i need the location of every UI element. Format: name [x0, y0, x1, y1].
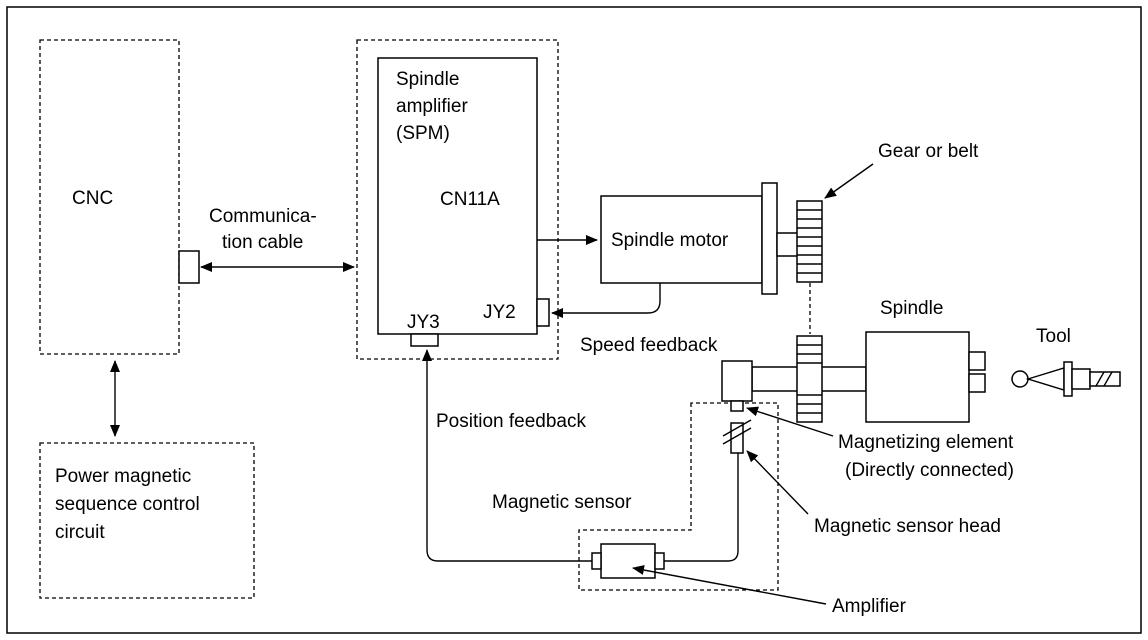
gear-or-belt-label: Gear or belt: [878, 141, 979, 162]
power-circuit-line-1: Power magnetic: [55, 466, 191, 487]
amplifier-label: Amplifier: [832, 596, 907, 617]
spindle-nose-lower: [968, 373, 986, 393]
motor-gear-teeth: [797, 209, 822, 274]
speed-sensor-body: [721, 360, 753, 402]
magnetic-sensor-head-label: Magnetic sensor head: [814, 516, 1001, 537]
position-feedback-line: [422, 349, 592, 562]
amplifier-left-port: [591, 552, 602, 570]
spindle-body: [865, 331, 970, 423]
spindle-gear: [796, 335, 823, 423]
comm-cable-label: Communica- tion cable: [209, 206, 322, 253]
tool-drawing: [1011, 361, 1121, 397]
spindle-gear-teeth: [797, 344, 822, 414]
magnetic-sensor-label: Magnetic sensor: [492, 492, 632, 513]
power-circuit-block: [39, 442, 255, 599]
spindle-nose: [968, 351, 986, 371]
speed-feedback-label: Speed feedback: [580, 335, 718, 356]
spindle-label: Spindle: [880, 298, 943, 319]
magnetizing-element-label: Magnetizing element (Directly connected): [838, 432, 1019, 481]
sensor-head-slash-1: [722, 427, 752, 445]
amplifier-right-port: [654, 552, 665, 570]
cn11a-label: CN11A: [440, 189, 500, 210]
outer-frame: [6, 6, 1142, 634]
sensor-head-slash-2: [722, 419, 752, 437]
motor-gear: [796, 200, 823, 283]
position-feedback-label: Position feedback: [436, 411, 586, 432]
magnetizing-element-line-1: Magnetizing element: [838, 432, 1014, 453]
jy3-connector: [410, 333, 439, 347]
motor-flange: [761, 182, 778, 295]
magnetizing-element-line-2: (Directly connected): [845, 460, 1014, 481]
spm-box: [377, 57, 538, 335]
cnc-label: CNC: [72, 188, 113, 209]
sensor-amp-wire: [664, 453, 739, 562]
amplifier-body: [600, 543, 656, 579]
motor-shaft: [776, 232, 800, 257]
magnetizing-element-arrow: [746, 406, 834, 437]
sensor-head-arrow: [746, 450, 809, 515]
comm-cable-line-2: tion cable: [222, 232, 303, 253]
spm-outer-block: [356, 39, 559, 360]
spm-line-2: amplifier: [396, 96, 468, 117]
cnc-block: [39, 39, 180, 355]
spm-line-3: (SPM): [396, 123, 450, 144]
jy3-label: JY3: [407, 312, 440, 333]
power-circuit-line-3: circuit: [55, 522, 105, 543]
spm-label: Spindle amplifier (SPM): [396, 69, 473, 144]
jy2-label: JY2: [483, 302, 516, 323]
gear-or-belt-arrow: [824, 163, 874, 199]
comm-cable-line-1: Communica-: [209, 206, 317, 227]
magnetizing-element: [730, 400, 744, 412]
jy2-connector: [536, 298, 550, 327]
cnc-connector: [178, 250, 200, 284]
tool-label: Tool: [1036, 326, 1071, 347]
magnetic-sensor-region: [578, 402, 779, 591]
power-circuit-label: Power magnetic sequence control circuit: [55, 466, 205, 543]
amplifier-arrow: [632, 565, 827, 605]
power-circuit-line-2: sequence control: [55, 494, 200, 515]
spm-line-1: Spindle: [396, 69, 459, 90]
speed-feedback-line: [551, 283, 661, 318]
spindle-motor: [600, 195, 763, 284]
spindle-motor-label: Spindle motor: [611, 230, 729, 251]
